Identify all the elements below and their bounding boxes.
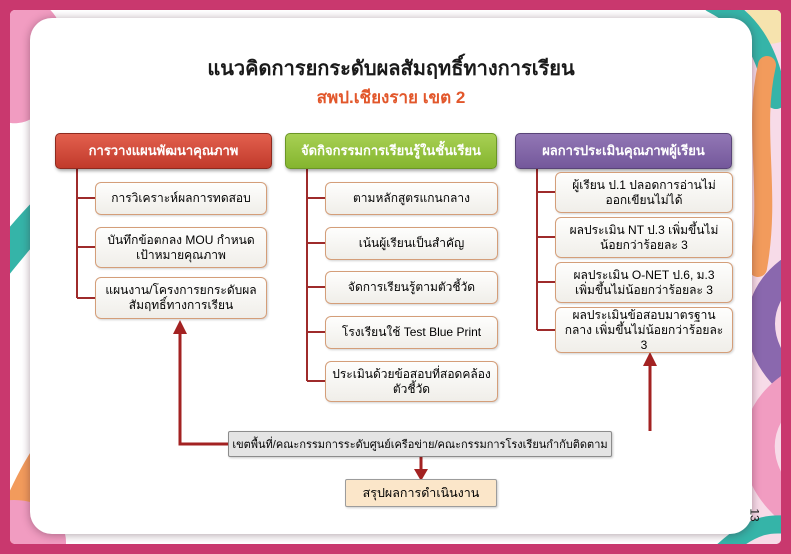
planning-node-3: แผนงาน/โครงการยกระดับผลสัมฤทธิ์ทางการเรี…	[95, 277, 267, 319]
arrow-right-feedback-head	[643, 352, 657, 366]
right-pink-ribbon	[742, 376, 781, 522]
tree-connector-planning	[76, 169, 95, 299]
tree-connector-activities	[306, 169, 325, 382]
activity-node-1: ตามหลักสูตรแกนกลาง	[325, 182, 498, 215]
activity-node-4: โรงเรียนใช้ Test Blue Print	[325, 316, 498, 349]
arrow-down-summary-head	[414, 469, 428, 481]
outcome-node-4: ผลประเมินข้อสอบมาตรฐานกลาง เพิ่มขึ้นไม่น…	[555, 307, 733, 353]
page-number: 13	[747, 508, 762, 522]
activity-node-5: ประเมินด้วยข้อสอบที่สอดคล้องตัวชี้วัด	[325, 361, 498, 402]
right-orange-ribbon	[749, 56, 776, 277]
planning-node-1: การวิเคราะห์ผลการทดสอบ	[95, 182, 267, 215]
right-teal-bottom-ribbon	[717, 515, 781, 544]
right-purple-ribbon	[747, 259, 781, 393]
outcome-node-2: ผลประเมิน NT ป.3 เพิ่มขึ้นไม่น้อยกว่าร้อ…	[555, 217, 733, 258]
summary-box: สรุปผลการดำเนินงาน	[345, 479, 497, 507]
planning-node-2: บันทึกข้อตกลง MOU กำหนดเป้าหมายคุณภาพ	[95, 227, 267, 268]
outcome-node-1: ผู้เรียน ป.1 ปลอดการอ่านไม่ออกเขียนไม่ได…	[555, 172, 733, 213]
slide-subtitle: สพป.เชียงราย เขต 2	[316, 88, 466, 107]
arrow-left-feedback-line	[178, 332, 228, 446]
slide-title: แนวคิดการยกระดับผลสัมฤทธิ์ทางการเรียน	[207, 58, 575, 80]
tree-connector-outcomes	[536, 169, 555, 331]
monitoring-box: เขตพื้นที่/คณะกรรมการระดับศูนย์เครือข่าย…	[228, 431, 612, 457]
arrow-left-feedback-head	[173, 320, 187, 334]
column-header-outcomes: ผลการประเมินคุณภาพผู้เรียน	[515, 133, 732, 169]
activity-node-3: จัดการเรียนรู้ตามตัวชี้วัด	[325, 271, 498, 304]
outcome-node-3: ผลประเมิน O-NET ป.6, ม.3 เพิ่มขึ้นไม่น้อ…	[555, 262, 733, 303]
activity-node-2: เน้นผู้เรียนเป็นสำคัญ	[325, 227, 498, 260]
column-header-planning: การวางแผนพัฒนาคุณภาพ	[55, 133, 272, 169]
column-header-activities: จัดกิจกรรมการเรียนรู้ในชั้นเรียน	[285, 133, 497, 169]
